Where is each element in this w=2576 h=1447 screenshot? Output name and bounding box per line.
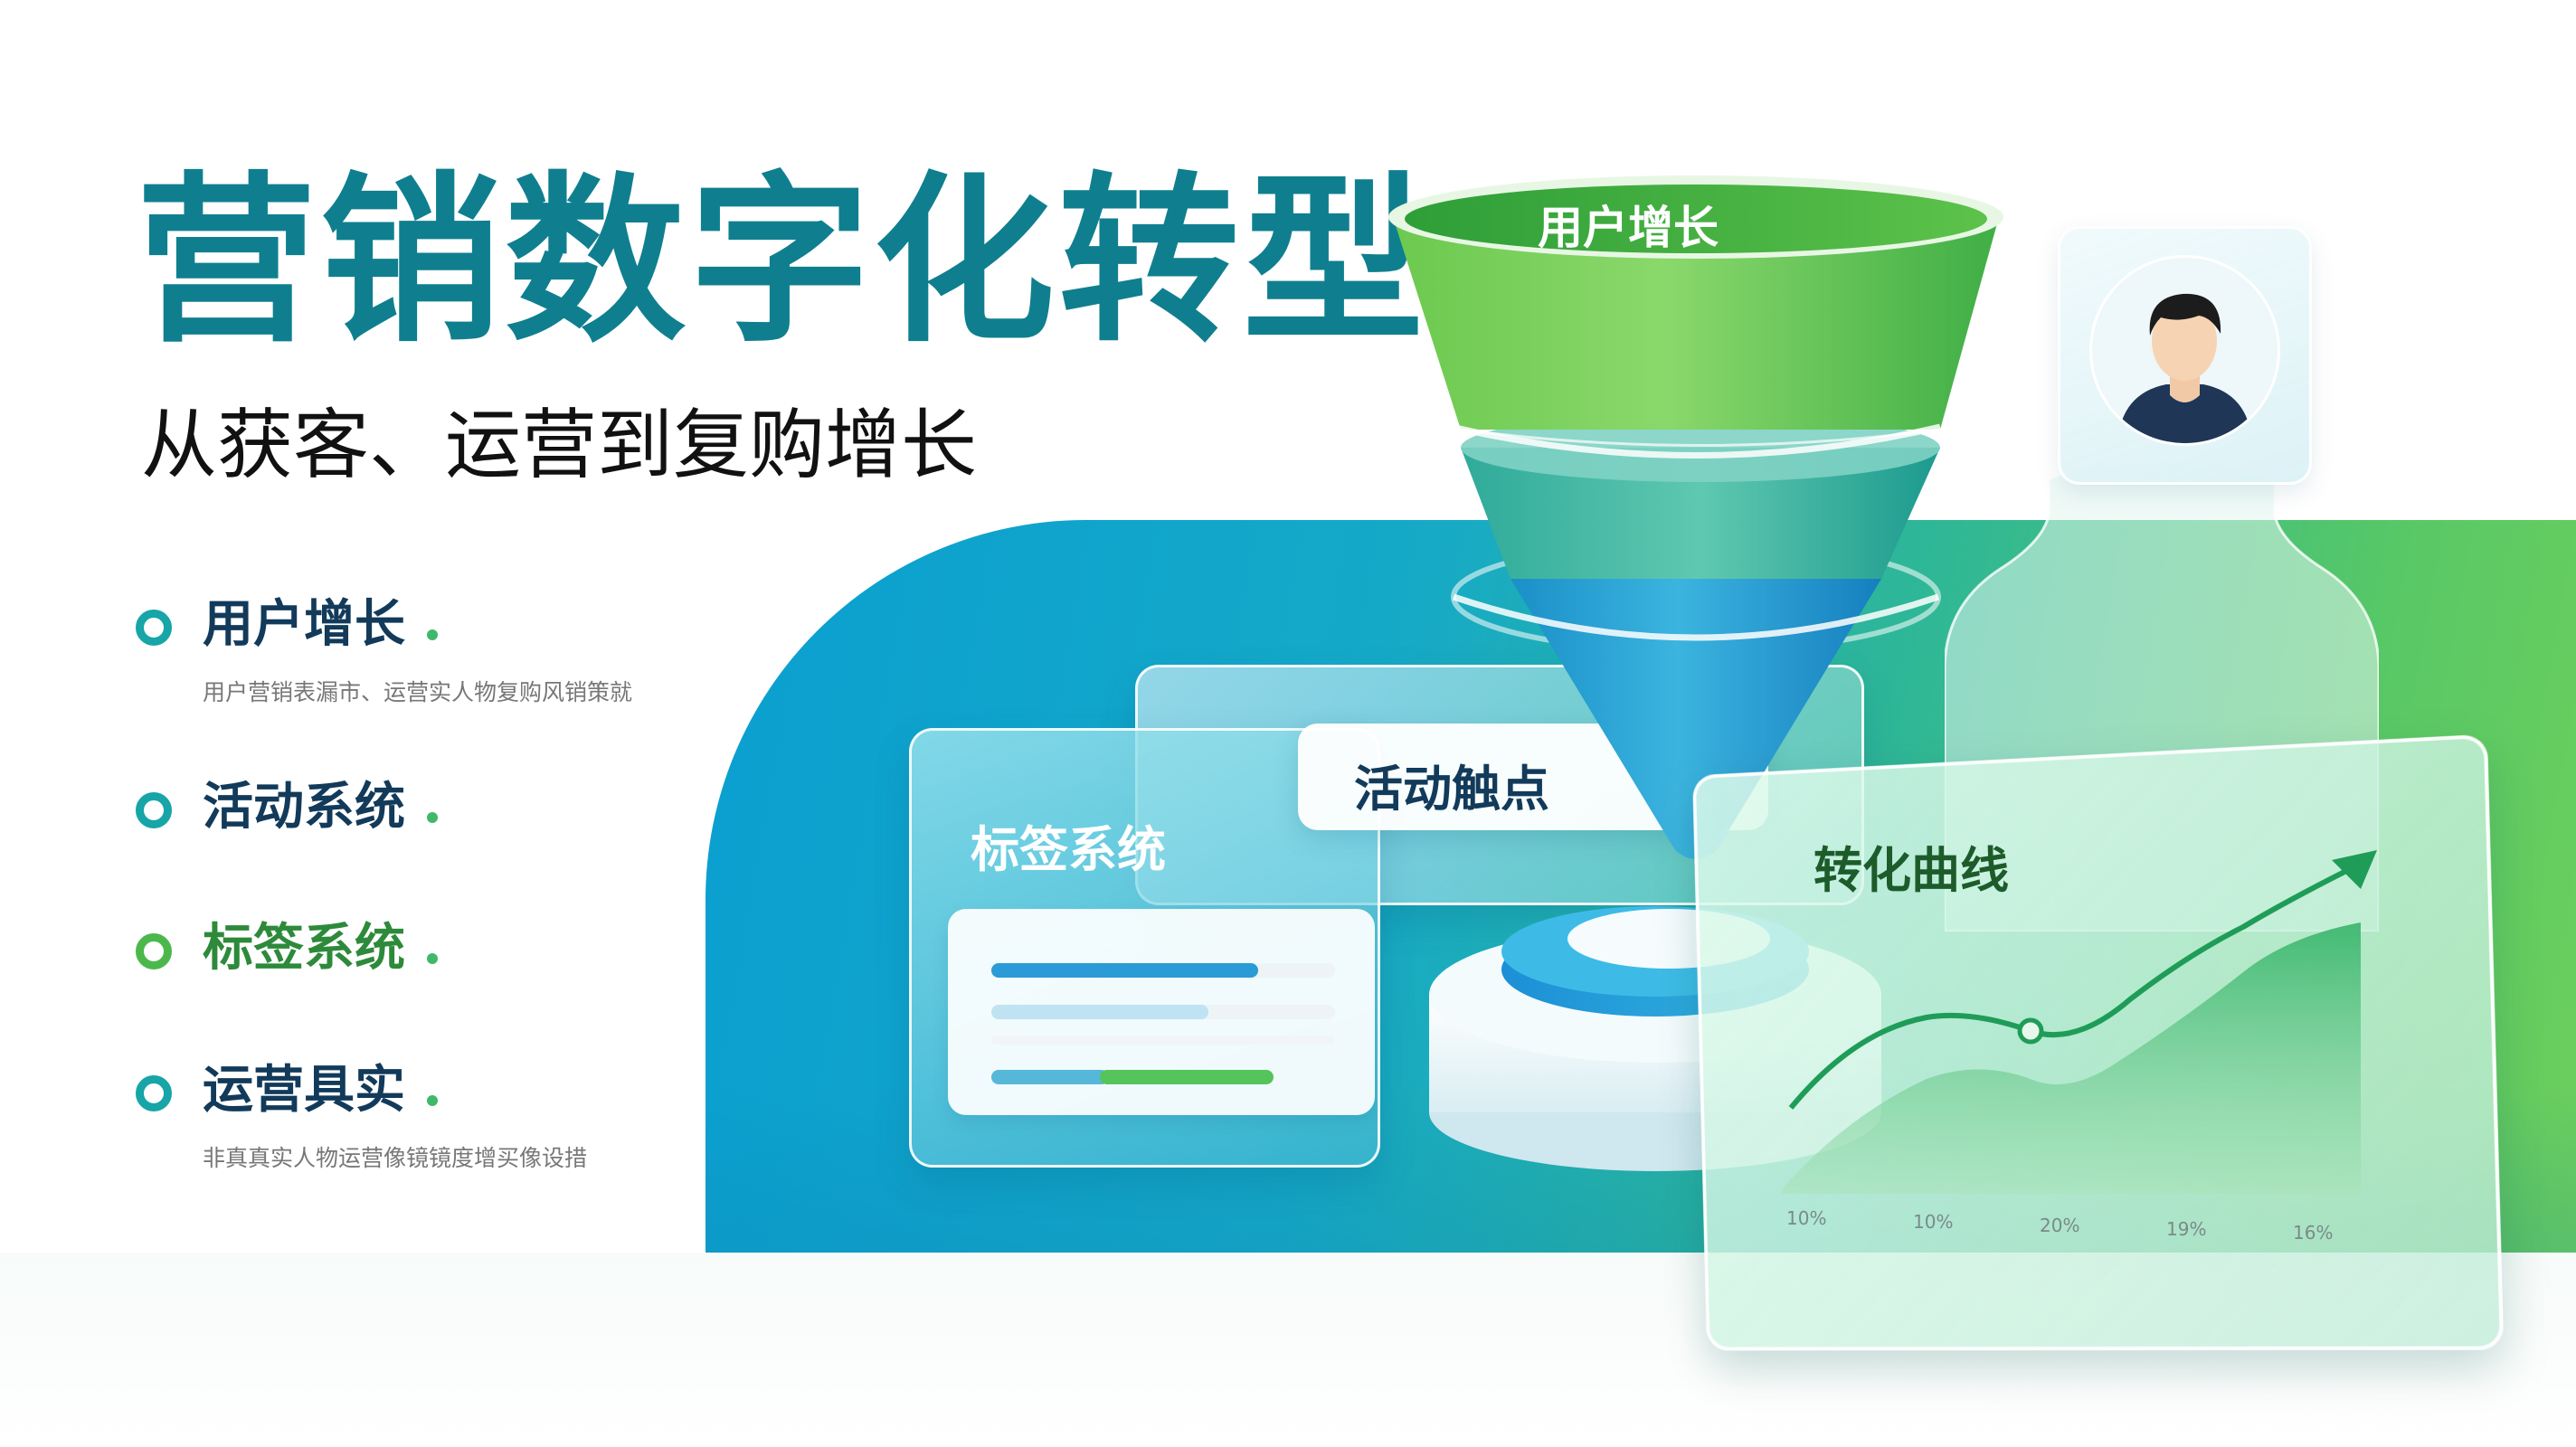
feature-name: 用户增长: [203, 597, 405, 653]
funnel-top-label: 用户增长: [1538, 192, 1719, 257]
chart-title: 转化曲线: [1814, 830, 2009, 902]
progress-bar: [991, 1005, 1208, 1019]
feature-name: 标签系统: [203, 921, 405, 977]
feature-description: 非真真实人物运营像镜镜度增买像设措: [203, 1140, 587, 1173]
ring-bullet-icon: [136, 610, 172, 646]
ring-bullet-icon: [136, 933, 172, 969]
dot-icon: [427, 1095, 438, 1106]
tag-system-card-title: 标签系统: [971, 809, 1166, 881]
tag-list-panel: [948, 909, 1375, 1115]
chart-area: [1782, 922, 2361, 1194]
avatar: [2089, 255, 2280, 446]
ring-bullet-icon: [136, 1075, 172, 1111]
dot-icon: [427, 629, 438, 640]
x-tick-label: 16%: [2293, 1222, 2333, 1244]
dot-icon: [427, 953, 438, 964]
subtitle: 从获客、运营到复购增长: [141, 407, 977, 483]
progress-bar: [991, 963, 1258, 978]
ring-bullet-icon: [136, 792, 172, 828]
chart-point: [2020, 1020, 2041, 1042]
x-tick-label: 10%: [1786, 1207, 1826, 1229]
main-title: 营销数字化转型: [136, 172, 1427, 353]
feature-description: 用户营销表漏市、运营实人物复购风销策就: [203, 675, 632, 707]
conversion-chart: [1773, 846, 2406, 1225]
person-avatar-icon: [2092, 258, 2278, 443]
x-tick-label: 10%: [1913, 1211, 1953, 1233]
x-tick-label: 19%: [2166, 1218, 2206, 1240]
chart-x-axis: 10% 10% 20% 19% 16%: [1786, 1207, 2420, 1253]
progress-bar: [991, 1070, 1109, 1084]
feature-name: 活动系统: [203, 780, 405, 836]
progress-bar: [1100, 1070, 1274, 1084]
trend-arrow-icon: [2332, 850, 2377, 889]
feature-name: 运营具实: [203, 1063, 405, 1119]
dot-icon: [427, 812, 438, 823]
divider: [991, 1036, 1335, 1045]
x-tick-label: 20%: [2040, 1215, 2079, 1236]
